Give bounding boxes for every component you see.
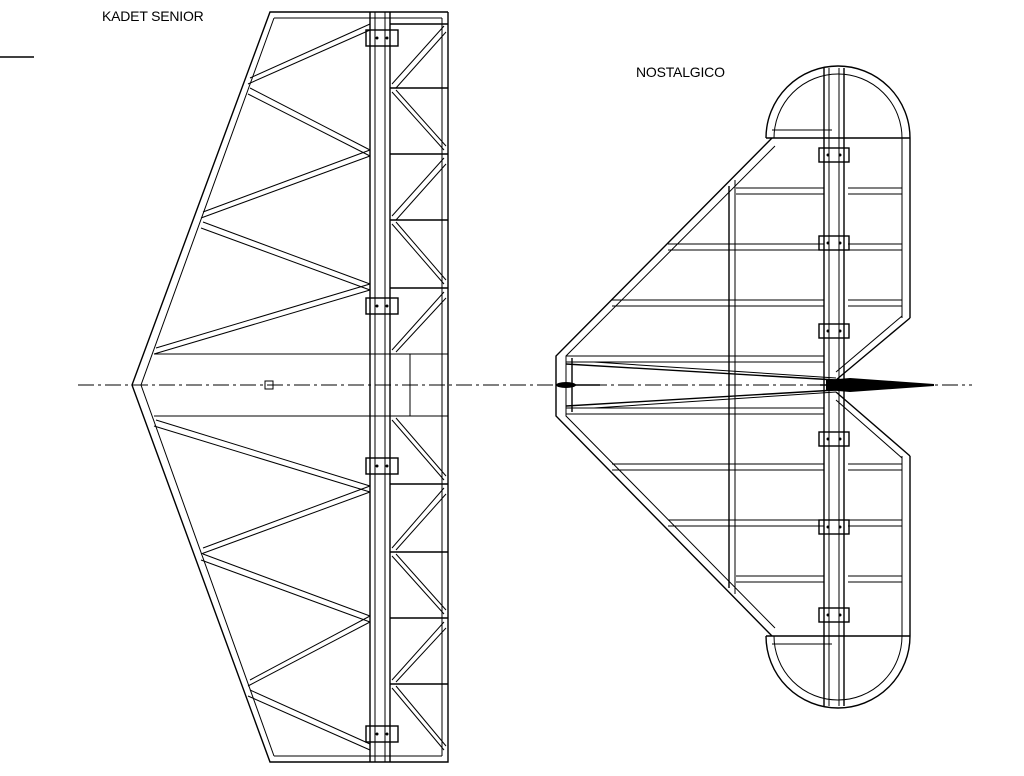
nost-spar-blocks <box>818 147 850 623</box>
nost-trailing-edge <box>835 138 911 636</box>
kadet-outline <box>131 11 449 763</box>
kadet-senior-wing <box>131 11 449 763</box>
nostalgico-wing <box>555 65 934 709</box>
nostalgico-label: NOSTALGICO <box>636 64 725 80</box>
kadet-front-ribs <box>153 23 371 751</box>
kadet-leading-edge-inner <box>140 17 275 757</box>
nost-ribs <box>566 187 902 583</box>
nost-leading-edge-inner <box>565 145 776 629</box>
kadet-main-spar <box>369 12 391 762</box>
kadet-senior-label: KADET SENIOR <box>102 8 204 24</box>
kadet-rear-ribs <box>390 23 448 685</box>
kadet-spar-blocks <box>365 29 399 743</box>
kadet-rear-diagonals <box>391 25 447 751</box>
nost-center-wedge <box>556 358 934 412</box>
kadet-center-section <box>154 353 448 417</box>
nost-top-tip <box>765 65 911 139</box>
nost-leading-edge <box>555 137 773 637</box>
nost-bottom-tip <box>765 635 911 709</box>
kadet-cg-mark <box>264 380 274 390</box>
